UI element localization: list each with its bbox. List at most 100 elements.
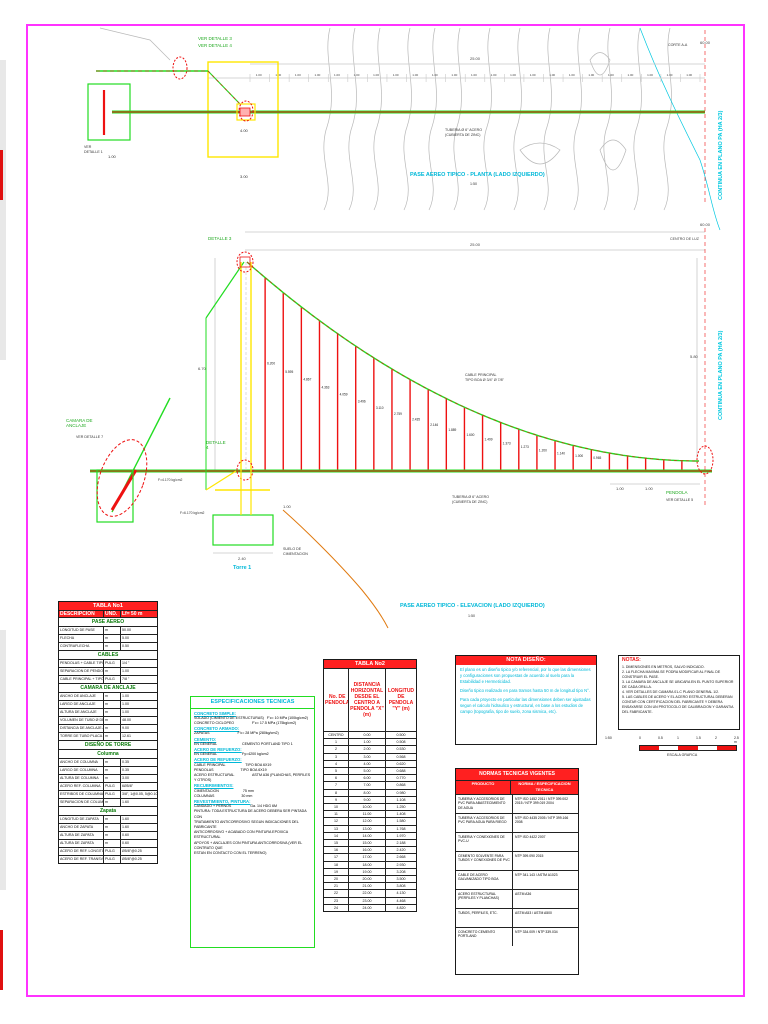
terrain-contour-line [483, 27, 492, 211]
especificacion-line: REVESTIMIENTO, PINTURA: [194, 798, 251, 804]
tabla-1-cell: PULG [103, 676, 120, 683]
especificacion-line: CONCRETO SIMPLE: [194, 710, 237, 716]
pendola-length-label: 2.435 [412, 418, 420, 422]
tabla-2-cell: 1.970 [385, 832, 416, 840]
tabla-2-cell: 1 [335, 740, 337, 745]
elev-detail-circle-base [236, 459, 254, 481]
tabla-2-cell: 21.00 [348, 883, 385, 890]
normas-cell: NTP 334.009 / NTP 339.034 [512, 927, 578, 946]
tabla-2-cell: 0.508 [385, 739, 416, 746]
tabla-1-cell: 3.00 [120, 775, 157, 782]
tabla-2-cell: 10.00 [348, 804, 385, 811]
especificacion-line: PENDOLAS TIPO BOA 6X19 [194, 767, 267, 772]
plan-dim-box: 3.00 [240, 174, 249, 179]
tabla-2-h3: LONGITUD DE PENDOLA "Y" (m) [385, 669, 416, 731]
especificacion-line: CABLE PRINCIPAL TIPO BOA 6X19 [194, 762, 272, 767]
plan-dist-label: 1.00 [608, 73, 614, 77]
tabla-1-cell: 1.60 [120, 824, 157, 831]
tabla-2-cell: 3.500 [385, 876, 416, 883]
normas-row: CEMENTO SOLVENTE PARA TUBOS Y CONEXIONES… [456, 850, 578, 870]
elevation-view: 60.00 25.00 CENTRO DE LUZ 6.70 5.80 6.20… [66, 222, 724, 629]
terrain-contour-line [323, 27, 332, 211]
terrain-contour-loop [599, 139, 627, 171]
tabla-1-section: PASE AEREO [59, 617, 157, 626]
tabla-2-cell: 2.668 [385, 854, 416, 861]
terrain-contour-line [403, 27, 412, 211]
nota-item: 2. LA FLECHA MAXIMA SE PODRA MODIFICAR A… [622, 669, 721, 679]
tabla-1-cell: LONGITUD DE PASE [60, 628, 95, 632]
especificacion-line: COLUMNAS 30 mm [194, 793, 253, 798]
tabla-1-cell: ALTURA DE ZAPATA [60, 833, 94, 837]
tabla-2-cell: 1.580 [385, 818, 416, 825]
tabla-2-cell: 2.930 [385, 861, 416, 868]
tabla-1-cell: m [103, 733, 120, 740]
tabla-1-cell: 12.61 [120, 733, 157, 740]
escala-tick: 2 [715, 736, 717, 740]
especificacion-line: ANTICORROSIVO + ACABADO CON PINTURA EPOX… [194, 830, 289, 840]
especificacion-line: EN GENERAL Fy=4200 kg/cm2 [194, 752, 269, 757]
tabla-2-cell: 4.130 [385, 890, 416, 897]
plan-dist-label: 1.00 [647, 73, 653, 77]
tabla-1-cell: 1.00 [120, 701, 157, 708]
tabla-1-cell: m [103, 701, 120, 708]
tabla-1-cell: ANCHO DE ANCLAJE [60, 694, 96, 698]
tabla-1-col3: Lf= 50 m [120, 611, 157, 617]
elev-foot-dim-2: 1.00 [645, 486, 654, 491]
tabla-2-cell: 3.808 [385, 883, 416, 890]
tabla-1-cell: m [103, 709, 120, 716]
tabla-2-cell: 18 [334, 862, 338, 867]
normas-cell: TUBERIA Y ACCESORIOS DE PVC PARA AGUA PA… [458, 815, 507, 825]
nota-diseno-body: El plano es un diseño tipico y/o referen… [456, 665, 596, 720]
pendola-length-label: 1.600 [466, 433, 474, 437]
elev-scale: 1:50 [468, 614, 475, 618]
pendola-length-label: 1.000 [575, 454, 583, 458]
tabla-1-cell: 0.35 [120, 767, 157, 774]
pendola-length-label: 1.889 [448, 428, 456, 432]
tabla-1-cell: Ø5/8"@0.25 [120, 848, 157, 855]
normas-cell: ASTM A53 / ASTM A500 [512, 908, 578, 927]
elev-footing [212, 514, 274, 546]
tabla-2-cell: 0.620 [385, 760, 416, 768]
tabla-2-cell: 16 [334, 848, 338, 853]
terrain-contour-line [543, 27, 552, 211]
tabla-1-cell: PULG [103, 783, 120, 790]
tabla-2-cell: 16.00 [348, 847, 385, 854]
tabla-1-row: SEPARACION DE PENDOLASm1.00 [59, 667, 157, 675]
tabla-2-cell: 7.00 [348, 782, 385, 789]
tabla-2-cell: 2.188 [385, 840, 416, 847]
terrain-contour-loop [519, 142, 561, 165]
normas-body: TUBERIA Y ACCESORIOS DE PVC PARA ABASTEC… [456, 793, 578, 946]
normas-title: NORMAS TECNICAS VIGENTES [456, 769, 578, 781]
tabla-2-cell: 1.768 [385, 825, 416, 832]
tabla-1-cell: ANCHO DE COLUMNA [60, 760, 98, 764]
tabla-1-cell: 0.35 [120, 759, 157, 766]
especificacion-line: ACERO ESTRUCTURAL ASTM A36 (PLANCHAS, PE… [194, 772, 312, 783]
page-edge-shadow [0, 60, 6, 360]
elev-height-right: 5.80 [690, 354, 699, 359]
tabla-1-cell: SEPARACION DE COLUMNAS [60, 800, 103, 804]
tabla-2-cell: 6.00 [348, 775, 385, 782]
especificacion-line: ESTAN EN CONTACTO CON EL TERRENO) [194, 850, 267, 855]
tabla-1-cell: m [103, 775, 120, 782]
terrain-contour-line [513, 27, 522, 211]
especificacion-line: ACERO DE REFUERZO: [194, 757, 242, 763]
tabla-2-cell: 0.688 [385, 768, 416, 775]
normas-cell: TUBERIA Y CONEXIONES DE PVC-U [458, 834, 505, 844]
tabla-1-cell: m [103, 643, 120, 650]
tabla-2-cell: 7 [335, 783, 337, 788]
tabla-2-cell: 23 [334, 898, 338, 903]
tabla-1-row: CABLE PRINCIPAL + TIPO BOA (Ø 7/8")PULG7… [59, 675, 157, 683]
elev-foot-dim-1: 1.00 [616, 486, 625, 491]
